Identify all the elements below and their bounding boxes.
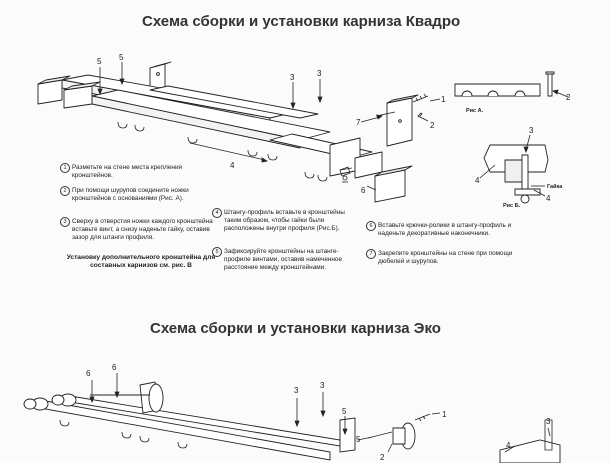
- step-text: Закрепите кронштейны на стене при помощи…: [378, 250, 513, 265]
- title-eko: Схема сборки и установки карниза Эко: [150, 320, 441, 337]
- callout-5a: 5: [97, 57, 102, 66]
- figure-b: [483, 144, 549, 204]
- step-6: 6 Вставьте крючки-ролики в штангу-профил…: [366, 221, 516, 238]
- callout-1: 1: [441, 95, 446, 104]
- callout-5b: 5: [119, 53, 124, 62]
- callout-eko-3b: 3: [320, 381, 325, 390]
- callout-eko-1: 1: [442, 410, 447, 419]
- step-text: Сверху в отверстия ножки каждого кронште…: [72, 218, 213, 241]
- step-text: Штангу-профиль вставьте в кронштейны так…: [224, 209, 345, 232]
- step-2: 2 При помощи шурупов соедините ножки кро…: [60, 186, 218, 203]
- step-text: Вставьте крючки-ролики в штангу-профиль …: [378, 222, 512, 237]
- callout-eko-4: 4: [506, 441, 511, 450]
- step-number: 1: [60, 163, 70, 173]
- step-text: При помощи шурупов соедините ножки кронш…: [72, 187, 189, 202]
- figure-a: [454, 71, 555, 97]
- callout-eko-3c: 3: [546, 417, 551, 426]
- fig-a-label: Рис А.: [466, 108, 484, 114]
- title-kvadro: Схема сборки и установки карниза Квадро: [142, 13, 461, 30]
- callout-eko-2: 2: [380, 453, 385, 462]
- note-additional-bracket: Установку дополнительного кронштейна для…: [66, 254, 216, 270]
- fig-b-label: Рис Б.: [503, 203, 521, 209]
- callout-2-fig-a: 2: [566, 93, 571, 102]
- step-number: 6: [366, 221, 376, 231]
- step-number: 2: [60, 186, 70, 196]
- callout-3b: 3: [317, 69, 322, 78]
- callout-eko-3a: 3: [294, 386, 299, 395]
- dowel-1: [412, 93, 429, 103]
- step-7: 7 Закрепите кронштейны на стене при помо…: [366, 249, 516, 266]
- nut-label: Гайка: [547, 183, 563, 190]
- step-number: 3: [60, 217, 70, 227]
- callout-4: 4: [230, 161, 235, 170]
- callout-7: 7: [356, 118, 361, 127]
- callout-eko-6b: 6: [112, 363, 117, 372]
- hook-rollers: [117, 121, 328, 182]
- step-3: 3 Сверху в отверстия ножки каждого кронш…: [60, 217, 218, 242]
- step-number: 5: [212, 247, 222, 257]
- callout-4-fig-b-left: 4: [475, 176, 480, 185]
- eko-assembly-diagram: [23, 381, 561, 463]
- step-number: 7: [366, 249, 376, 259]
- callout-2: 2: [430, 121, 435, 130]
- step-1: 1 Разметьте на стене места крепления кро…: [60, 163, 218, 180]
- callout-6: 6: [361, 186, 366, 195]
- wall-rosette-left: [148, 383, 164, 413]
- step-number: 4: [212, 208, 222, 218]
- callout-3-fig-b: 3: [529, 126, 534, 135]
- callout-eko-6a: 6: [86, 369, 91, 378]
- callout-eko-5a: 5: [342, 407, 347, 416]
- callout-eko-5b: 5: [356, 435, 361, 444]
- callout-3a: 3: [290, 73, 295, 82]
- step-text: Разметьте на стене места крепления кронш…: [72, 164, 182, 179]
- step-4: 4 Штангу-профиль вставьте в кронштейны т…: [212, 208, 362, 233]
- callout-4-fig-b-right: 4: [546, 194, 551, 203]
- step-5: 5 Зафиксируйте кронштейны на штанге-проф…: [212, 247, 362, 272]
- step-text: Зафиксируйте кронштейны на штанге-профил…: [224, 248, 343, 271]
